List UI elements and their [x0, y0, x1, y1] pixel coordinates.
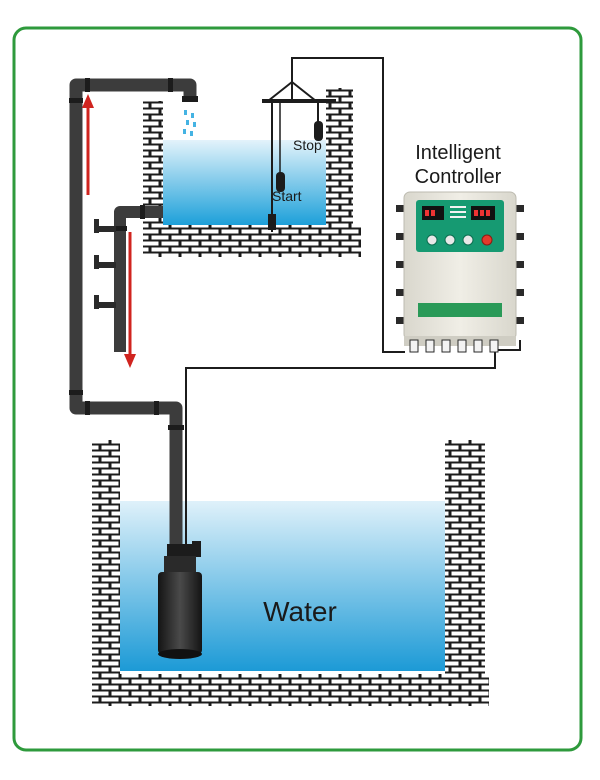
roof-tank — [143, 88, 361, 257]
controller-title-line2: Controller — [415, 166, 502, 188]
tank-floor — [143, 225, 361, 257]
well-left-wall — [92, 440, 120, 674]
outlet-pipe — [113, 205, 163, 352]
pump-wire — [185, 340, 521, 548]
controller-title-line1: Intelligent — [415, 142, 501, 164]
tank-right-wall — [326, 88, 353, 225]
water-drops-icon — [183, 110, 196, 136]
controller-device-icon — [396, 191, 524, 353]
well-floor — [92, 674, 489, 706]
submersible-pump-icon — [158, 541, 202, 659]
faucet-icon — [94, 219, 116, 309]
tank-water — [163, 140, 326, 226]
well-right-wall — [445, 440, 485, 674]
flow-arrow-icon — [82, 94, 136, 368]
supply-pipe — [69, 78, 198, 548]
start-label: Start — [272, 188, 302, 204]
float-switch-icon — [262, 57, 405, 353]
stop-label: Stop — [293, 137, 322, 153]
tank-left-wall — [143, 101, 163, 225]
water-label: Water — [263, 596, 337, 627]
